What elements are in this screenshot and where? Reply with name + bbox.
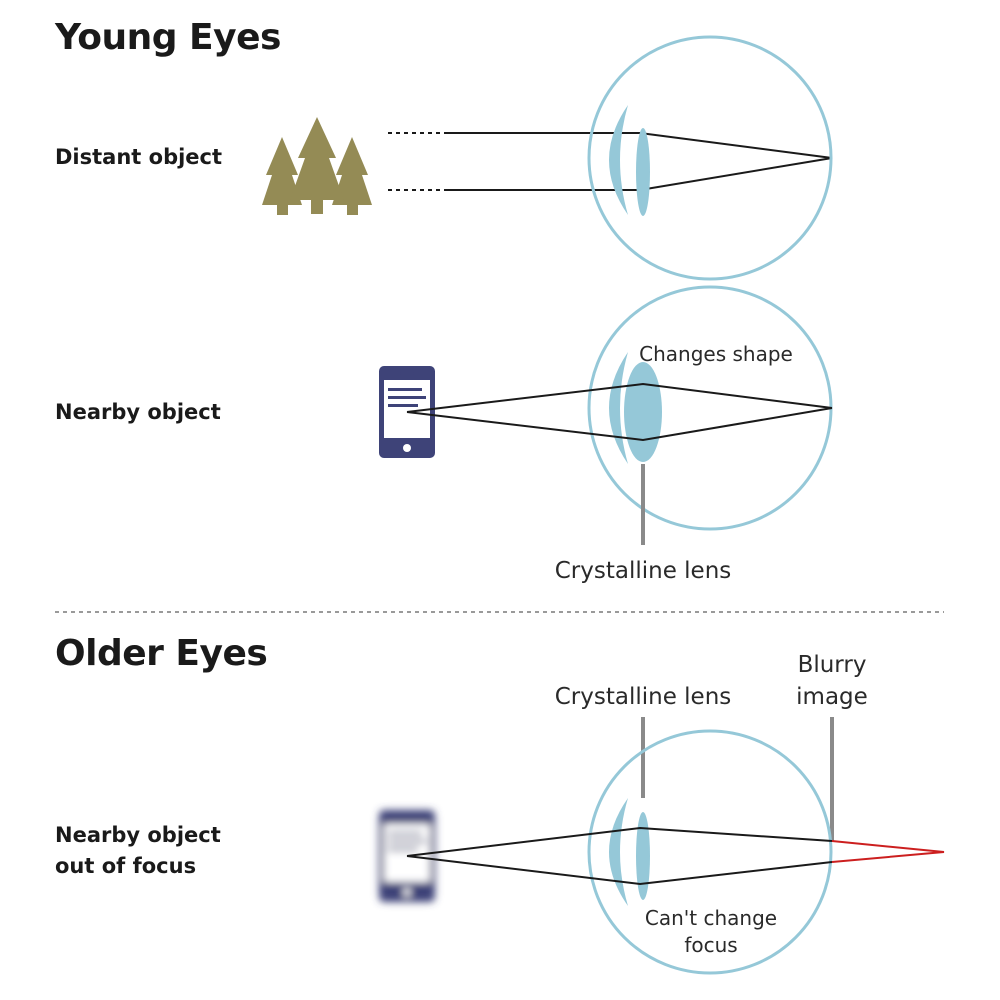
distant-object-label: Distant object: [55, 145, 223, 169]
older-crystalline-lens-label: Crystalline lens: [555, 684, 732, 710]
tree-group-icon: [262, 117, 372, 215]
nearby-out-of-focus-label: Nearby object out of focus: [55, 820, 221, 882]
cant-change-focus-line2: focus: [684, 933, 737, 957]
crystalline-lens-thick: [624, 362, 662, 462]
focus-beyond-retina-rays: [831, 840, 945, 863]
nearby-light-rays: [406, 382, 833, 442]
older-light-rays: [406, 826, 945, 886]
blurry-label-line1: Blurry: [798, 652, 867, 678]
nearby-object-label: Nearby object: [55, 400, 221, 424]
young-eyes-heading: Young Eyes: [55, 17, 281, 58]
older-eye: [587, 729, 833, 975]
older-eyes-heading: Older Eyes: [55, 633, 268, 674]
nearby-out-of-focus-line2: out of focus: [55, 854, 197, 878]
young-eye-nearby: [587, 285, 833, 531]
crystalline-lens-thin: [636, 128, 650, 216]
blurry-label-line2: image: [796, 684, 868, 710]
cant-change-focus-line1: Can't change: [645, 906, 777, 930]
crystalline-lens-label: Crystalline lens: [555, 558, 732, 584]
young-eye-distant: [587, 35, 833, 281]
crystalline-lens-rigid: [636, 812, 650, 900]
changes-shape-label: Changes shape: [639, 342, 793, 366]
nearby-out-of-focus-line1: Nearby object: [55, 823, 221, 847]
